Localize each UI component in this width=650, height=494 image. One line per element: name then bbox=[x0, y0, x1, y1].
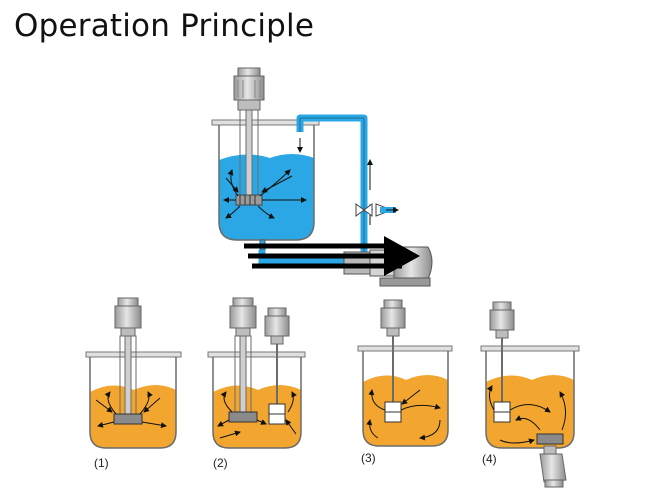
valve-icon bbox=[355, 203, 399, 217]
scenario-1-label: (1) bbox=[94, 456, 109, 470]
scenario-2-motor-icon bbox=[229, 297, 257, 337]
page-title: Operation Principle bbox=[14, 8, 315, 44]
scenario-4-label: (4) bbox=[482, 452, 497, 466]
scenario-4-bottom-motor-icon bbox=[539, 445, 567, 488]
scenario-4-tank bbox=[480, 301, 580, 488]
main-flow-arrow-icon bbox=[244, 236, 420, 276]
scenario-3-motor-icon bbox=[380, 299, 406, 337]
top-motor-icon bbox=[233, 67, 265, 111]
top-flow-arrows bbox=[223, 169, 307, 219]
top-circulation-system bbox=[211, 67, 433, 287]
scenario-2-second-motor-icon bbox=[264, 307, 290, 345]
top-tank-lid bbox=[211, 119, 320, 126]
scenario-2-tank bbox=[207, 297, 306, 449]
scenario-3-tank bbox=[357, 299, 453, 447]
scenario-4-motor-icon bbox=[489, 301, 515, 339]
scenario-2-label: (2) bbox=[213, 456, 228, 470]
scenario-3-label: (3) bbox=[361, 451, 376, 465]
scenario-1-motor-icon bbox=[114, 297, 142, 337]
outlet-pipe bbox=[258, 250, 350, 264]
scenario-1-tank bbox=[85, 297, 182, 449]
